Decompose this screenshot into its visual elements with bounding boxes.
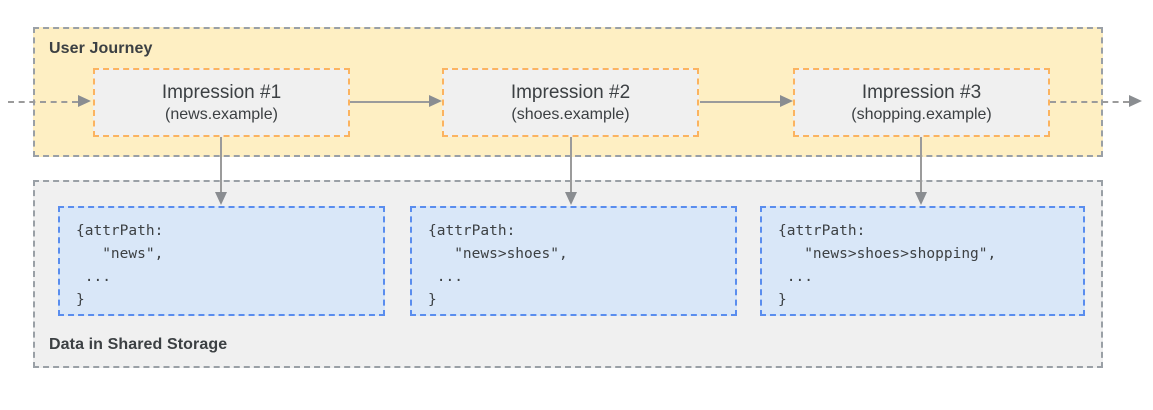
arrowhead-right-icon: [780, 95, 793, 107]
impression-2-title: Impression #2: [510, 81, 631, 103]
storage-entry-2-code: {attrPath: "news>shoes", ... }: [428, 223, 568, 308]
impression-2-box: Impression #2 (shoes.example): [442, 68, 699, 137]
storage-entry-3: {attrPath: "news>shoes>shopping", ... }: [760, 206, 1085, 316]
arrow-impression-1-to-2-icon: [350, 95, 442, 107]
arrow-impression-3-to-storage-icon: [914, 137, 927, 205]
impression-1-site: (news.example): [165, 105, 278, 123]
impression-1-box: Impression #1 (news.example): [93, 68, 350, 137]
arrow-impression-2-to-3-icon: [700, 95, 793, 107]
impression-1-title: Impression #1: [161, 81, 282, 103]
impression-3-site: (shopping.example): [851, 105, 992, 123]
impression-3-box: Impression #3 (shopping.example): [793, 68, 1050, 137]
shared-storage-label: Data in Shared Storage: [49, 336, 228, 353]
storage-entry-2: {attrPath: "news>shoes", ... }: [410, 206, 737, 316]
arrowhead-down-icon: [214, 192, 227, 205]
journey-exit-arrow-icon: [1050, 95, 1142, 107]
arrow-impression-2-to-storage-icon: [564, 137, 577, 205]
arrowhead-down-icon: [564, 192, 577, 205]
storage-entry-1: {attrPath: "news", ... }: [58, 206, 385, 316]
storage-entry-1-code: {attrPath: "news", ... }: [76, 223, 164, 308]
arrow-impression-1-to-storage-icon: [214, 137, 227, 205]
impression-3-title: Impression #3: [861, 81, 982, 103]
arrowhead-right-icon: [78, 95, 91, 107]
arrowhead-right-icon: [429, 95, 442, 107]
journey-entry-arrow-icon: [8, 95, 91, 107]
arrowhead-down-icon: [914, 192, 927, 205]
user-journey-label: User Journey: [49, 40, 153, 57]
arrowhead-right-icon: [1129, 95, 1142, 107]
impression-2-site: (shoes.example): [511, 105, 630, 123]
storage-entry-3-code: {attrPath: "news>shoes>shopping", ... }: [778, 223, 997, 308]
